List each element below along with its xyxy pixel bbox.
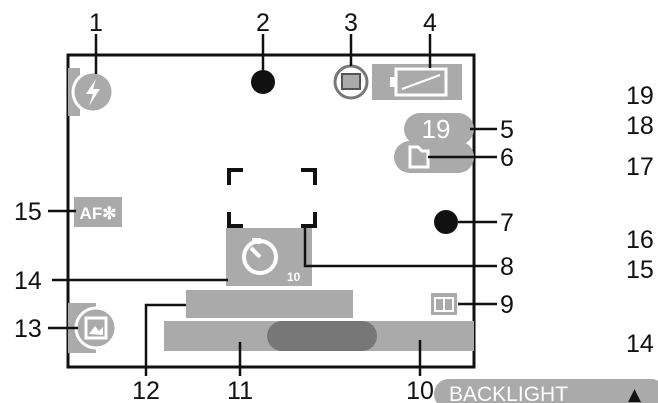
focus-indicator-dot [251,70,275,94]
remaining-shots-value: 19 [422,114,451,144]
battery-terminal [390,77,396,87]
camera-mode-indicator [333,64,369,100]
info-bar-upper [186,290,353,318]
album-indicator [431,293,457,315]
flash-indicator [68,68,115,116]
self-timer-indicator: 10 [226,228,312,286]
callout-8: 8 [500,253,514,281]
side-number-16: 16 [626,226,654,254]
memory-card-icon [408,145,430,169]
side-number-14: 14 [626,330,654,358]
backlight-label: BACKLIGHT [449,383,568,403]
backlight-arrow-icon: ▲ [628,385,642,403]
callout-1: 1 [89,9,103,37]
backlight-bar: BACKLIGHT ▲ [434,379,658,403]
leader-8 [303,226,497,268]
callout-4: 4 [423,9,437,37]
self-timer-value: 10 [287,270,301,284]
callout-14: 14 [14,267,42,295]
af-assist-label: AF✻ [80,204,117,223]
info-bar-highlight [267,321,377,351]
status-dot [434,210,458,234]
af-area-frame [227,168,317,228]
info-bar-lower [164,321,474,351]
side-number-19: 19 [626,82,654,110]
callout-2: 2 [256,9,270,37]
remaining-shots-indicator: 19 [404,113,474,145]
callout-6: 6 [500,144,514,172]
callout-12: 12 [132,377,160,403]
callout-11: 11 [227,377,253,403]
side-number-18: 18 [626,112,654,140]
callout-3: 3 [344,9,358,37]
callout-9: 9 [500,291,514,319]
callout-7: 7 [500,209,514,237]
screen-frame [66,53,476,369]
callout-10: 10 [406,377,434,403]
side-number-17: 17 [626,153,654,181]
af-assist-indicator: AF✻ [74,197,122,227]
side-number-15: 15 [626,256,654,284]
leader-12 [144,303,186,376]
lightning-bolt-icon [86,79,100,106]
callout-15: 15 [14,198,42,226]
callout-13: 13 [14,315,42,343]
callout-5: 5 [500,116,514,144]
battery-indicator [372,64,462,100]
leader-lines [48,34,497,376]
